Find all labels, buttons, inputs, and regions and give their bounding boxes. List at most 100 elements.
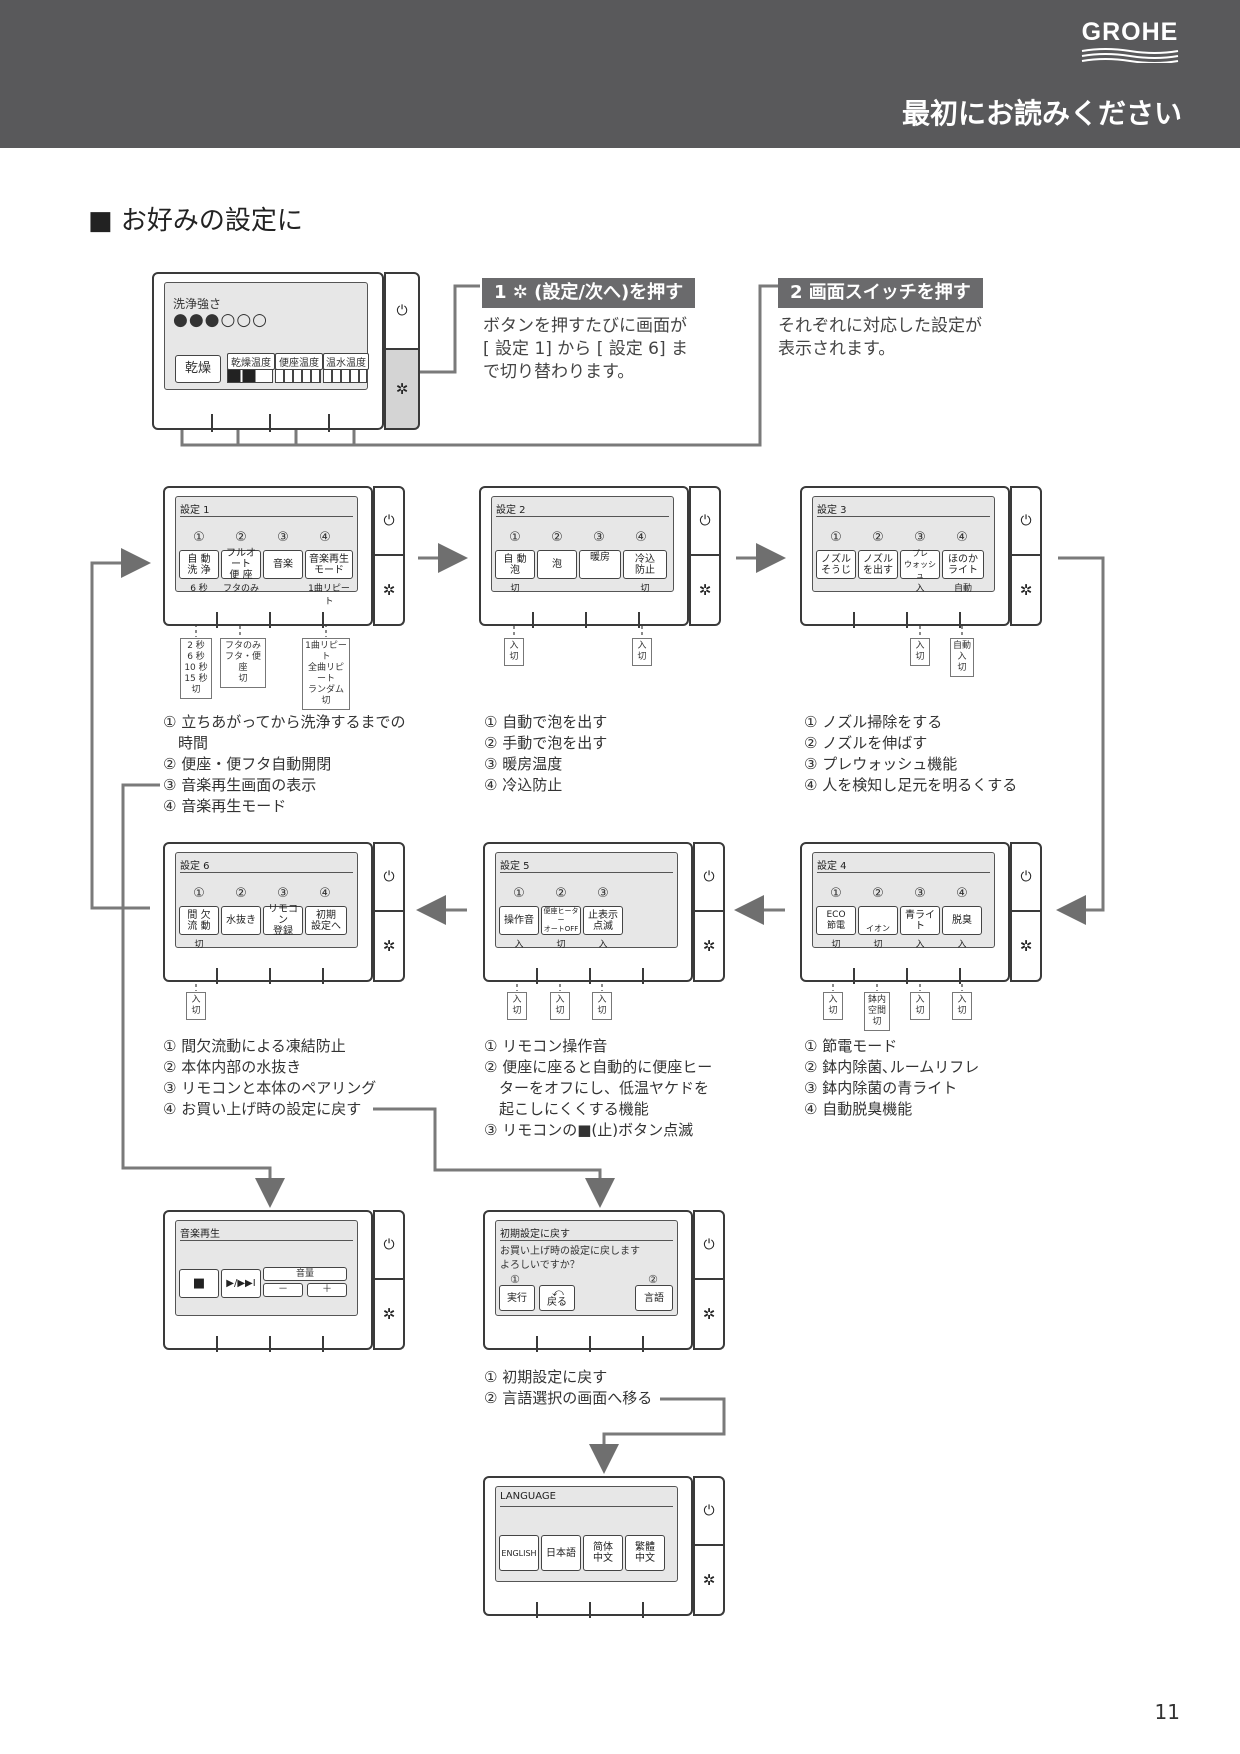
ion-button[interactable]: イオン [858, 906, 898, 935]
seat-temp-label: 便座温度 [275, 353, 323, 370]
s4-tag-deodorize: 入切 [952, 992, 972, 1020]
setting2-title: 設定 2 [496, 505, 526, 516]
settings-next-button[interactable]: ✲ [373, 556, 405, 626]
stop-button[interactable]: ■ [179, 1269, 219, 1298]
power-button[interactable]: ⏻ [1010, 486, 1042, 556]
settings-next-button[interactable]: ✲ [689, 556, 721, 626]
settings-next-button[interactable]: ✲ [693, 1280, 725, 1350]
power-icon: ⏻ [703, 1237, 715, 1253]
screen-switch-keys [154, 414, 386, 432]
s2-tag-auto-foam: 入切 [504, 638, 524, 666]
soft-light-button[interactable]: ほのかライト [942, 550, 984, 579]
screen-switch-4[interactable] [330, 414, 387, 432]
settings-next-button[interactable]: ✲ [373, 912, 405, 982]
water-temp-bar [323, 369, 367, 383]
language-english-button[interactable]: ENGLISH [499, 1535, 539, 1571]
power-button[interactable]: ⏻ [384, 272, 420, 350]
full-auto-seat-button[interactable]: フルオート便 座 [221, 548, 261, 581]
screen-switch-2[interactable] [213, 414, 271, 432]
power-button[interactable]: ⏻ [689, 486, 721, 556]
power-icon: ⏻ [396, 303, 408, 319]
setting3-title: 設定 3 [817, 505, 847, 516]
power-icon: ⏻ [383, 513, 395, 529]
language-simplified-chinese-button[interactable]: 简体中文 [583, 1535, 623, 1571]
freeze-prevent-button[interactable]: 冷込防止 [623, 550, 667, 579]
s6-tag-flow: 入切 [186, 992, 206, 1020]
music-button[interactable]: 音楽 [263, 550, 303, 579]
settings-next-button[interactable]: ✲ [693, 912, 725, 982]
power-button[interactable]: ⏻ [373, 1210, 405, 1280]
foam-button[interactable]: 泡 [537, 550, 577, 579]
nozzle-clean-button[interactable]: ノズルそうじ [816, 550, 856, 579]
screen-switch-1[interactable] [154, 414, 213, 432]
water-temp-label: 温水温度 [323, 353, 369, 370]
intermittent-flow-button[interactable]: 間 欠流 動 [179, 906, 219, 935]
step2-text: それぞれに対応した設定が表示されます。 [778, 316, 982, 359]
back-button[interactable]: ⤺ 戻る [539, 1285, 575, 1311]
gear-icon: ✲ [382, 581, 396, 599]
s3-tag-prewash: 入切 [910, 638, 930, 666]
auto-foam-button[interactable]: 自 動泡 [495, 550, 535, 579]
remote-register-button[interactable]: リモコン登録 [263, 904, 303, 937]
dry-temp-label: 乾燥温度 [227, 353, 275, 370]
back-arrow-icon: ⤺ [552, 1286, 564, 1299]
power-button[interactable]: ⏻ [1010, 842, 1042, 912]
section-title: ■ お好みの設定に [88, 206, 303, 236]
music-mode-button[interactable]: 音楽再生モード [305, 550, 353, 579]
blue-light-button[interactable]: 青ライト [900, 906, 940, 935]
power-icon: ⏻ [703, 869, 715, 885]
play-next-button[interactable]: ▶/▶▶I [221, 1269, 261, 1298]
heating-button[interactable]: 暖房 [579, 550, 621, 579]
nozzle-extend-button[interactable]: ノズルを出す [858, 550, 898, 579]
gear-icon: ✲ [382, 937, 396, 955]
prewash-button[interactable]: プレウォッシュ [900, 549, 940, 580]
operation-sound-button[interactable]: 操作音 [499, 906, 539, 935]
language-japanese-button[interactable]: 日本語 [541, 1535, 581, 1571]
settings-next-button[interactable]: ✲ [1010, 912, 1042, 982]
deodorize-button[interactable]: 脱臭 [942, 906, 982, 935]
factory-reset-button[interactable]: 初期設定へ [305, 906, 347, 935]
page-header: GROHE 最初にお読みください [0, 0, 1240, 148]
gear-icon: ✲ [395, 380, 409, 398]
s2-tag-freeze: 入切 [632, 638, 652, 666]
execute-button[interactable]: 実行 [499, 1285, 535, 1311]
power-icon: ⏻ [1020, 513, 1032, 529]
settings-next-button[interactable]: ✲ [373, 1280, 405, 1350]
s3-tag-light: 自動入切 [950, 638, 974, 677]
s1-tag-music-mode: 1曲リピート全曲リピートランダム切 [302, 638, 350, 710]
power-button[interactable]: ⏻ [693, 1476, 725, 1546]
stop-blink-button[interactable]: 止表示点滅 [583, 906, 623, 935]
gear-icon: ✲ [1019, 581, 1033, 599]
gear-icon: ✲ [698, 581, 712, 599]
language-button[interactable]: 言語 [635, 1285, 673, 1311]
settings-next-button[interactable]: ✲ [1010, 556, 1042, 626]
power-button[interactable]: ⏻ [373, 842, 405, 912]
s4-tag-blue: 入切 [910, 992, 930, 1020]
language-traditional-chinese-button[interactable]: 繁體中文 [625, 1535, 665, 1571]
seat-heater-auto-off-button[interactable]: 便座ヒーターオートOFF [541, 906, 581, 935]
auto-wash-button[interactable]: 自 動洗 浄 [179, 550, 219, 579]
step1-text: ボタンを押すたびに画面が[ 設定 1] から [ 設定 6] まで切り替わります… [483, 316, 688, 382]
s5-tag-sound: 入切 [507, 992, 527, 1020]
music-title: 音楽再生 [180, 1229, 220, 1240]
power-button[interactable]: ⏻ [373, 486, 405, 556]
power-icon: ⏻ [383, 1237, 395, 1253]
settings-next-button[interactable]: ✲ [384, 350, 420, 430]
drain-button[interactable]: 水抜き [221, 906, 261, 935]
power-button[interactable]: ⏻ [693, 1210, 725, 1280]
power-icon: ⏻ [1020, 869, 1032, 885]
grohe-logo: GROHE [1075, 18, 1185, 63]
volume-down-button[interactable]: － [263, 1283, 303, 1297]
dry-button[interactable]: 乾燥 [175, 355, 221, 383]
power-button[interactable]: ⏻ [693, 842, 725, 912]
volume-up-button[interactable]: ＋ [307, 1283, 347, 1297]
settings-next-button[interactable]: ✲ [693, 1546, 725, 1616]
reset-title: 初期設定に戻す [500, 1229, 570, 1240]
screen-switch-3[interactable] [271, 414, 330, 432]
remote-screen: 洗浄強さ ●●●○○○ 乾燥 乾燥温度 便座温度 温水温度 [164, 282, 369, 390]
